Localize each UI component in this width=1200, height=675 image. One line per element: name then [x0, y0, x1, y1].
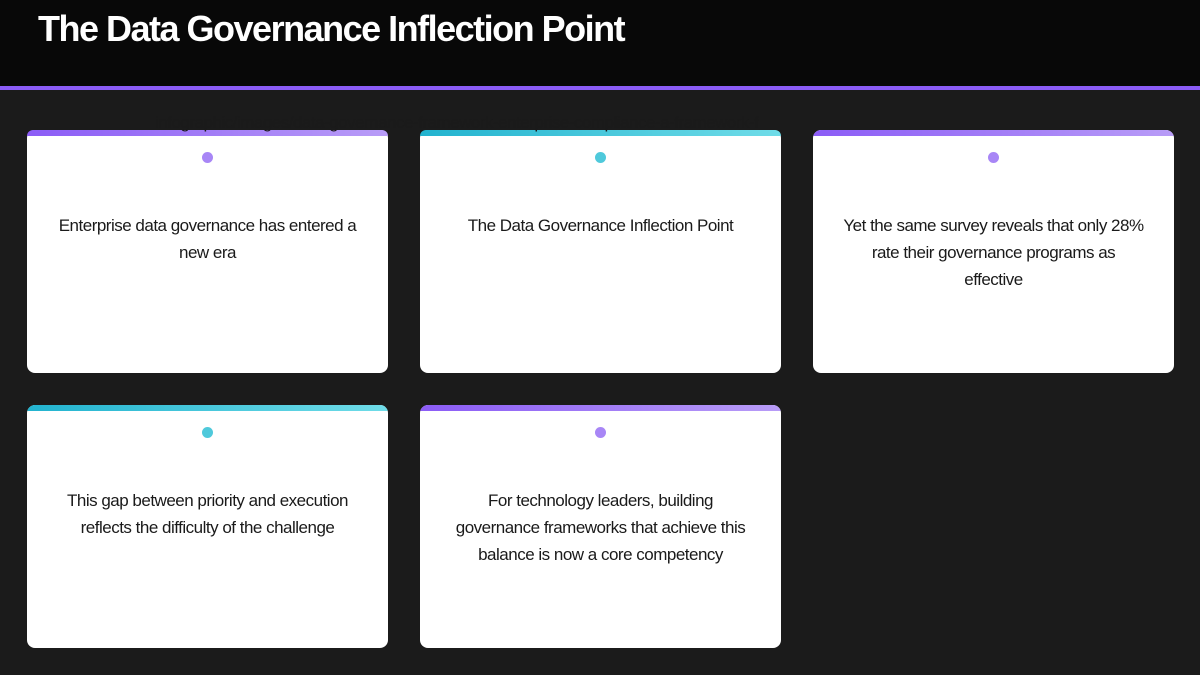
card-dot-icon [595, 427, 606, 438]
card-4: This gap between priority and execution … [27, 405, 388, 648]
card-text: Yet the same survey reveals that only 28… [843, 216, 1144, 289]
card-dot-icon [988, 152, 999, 163]
card-accent-bar [813, 130, 1174, 136]
card-1-overflow-text: infographic/images/data-governance-frame… [155, 113, 759, 132]
card-dot-icon [595, 152, 606, 163]
card-text: Enterprise data governance has entered a… [58, 216, 357, 262]
header-divider [0, 86, 1200, 90]
card-accent-bar [420, 405, 781, 411]
page-title: The Data Governance Inflection Point [38, 8, 626, 49]
card-dot-icon [202, 427, 213, 438]
card-text: This gap between priority and execution … [66, 491, 349, 537]
card-5: For technology leaders, building governa… [420, 405, 781, 648]
card-text: For technology leaders, building governa… [455, 491, 746, 564]
header: The Data Governance Inflection Point [0, 0, 1200, 86]
card-3: Yet the same survey reveals that only 28… [813, 130, 1174, 373]
card-1: Enterprise data governance has entered a… [27, 130, 388, 373]
card-accent-bar [27, 405, 388, 411]
card-dot-icon [202, 152, 213, 163]
card-accent-bar [27, 130, 388, 136]
card-accent-bar [420, 130, 781, 136]
card-2: The Data Governance Inflection Point [420, 130, 781, 373]
card-text: The Data Governance Inflection Point [467, 216, 734, 235]
